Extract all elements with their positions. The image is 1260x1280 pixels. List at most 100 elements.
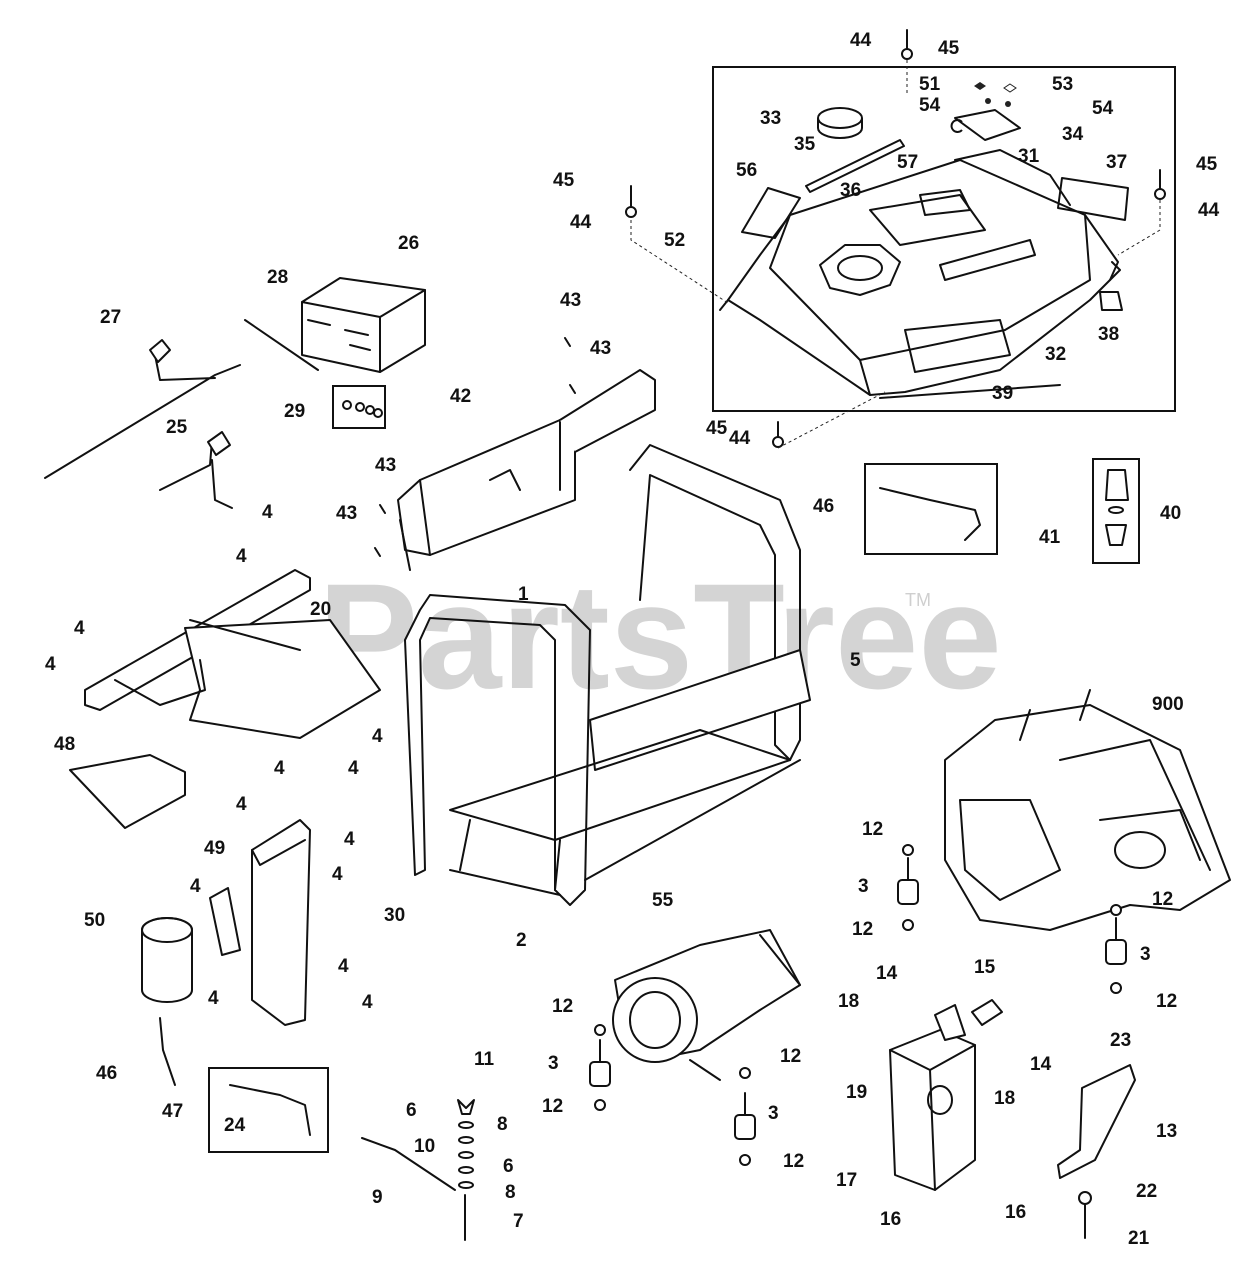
part-label-44: 44 <box>850 30 872 51</box>
part-label-12: 12 <box>542 1096 563 1117</box>
part-label-54: 54 <box>919 95 941 116</box>
part-label-12: 12 <box>780 1046 801 1067</box>
part-label-21: 21 <box>1128 1228 1150 1249</box>
fuel-valve-box-40 <box>1092 458 1140 564</box>
part-label-9: 9 <box>372 1187 383 1208</box>
part-label-22: 22 <box>1136 1181 1157 1202</box>
part-label-17: 17 <box>836 1170 857 1191</box>
part-label-13: 13 <box>1156 1121 1177 1142</box>
part-label-12: 12 <box>862 819 883 840</box>
bracket-30-flange <box>251 839 306 866</box>
part-label-3: 3 <box>548 1053 559 1074</box>
decal-53 <box>1003 83 1017 93</box>
engine-900 <box>944 689 1231 931</box>
part-label-33: 33 <box>760 108 781 129</box>
part-label-3: 3 <box>1140 944 1151 965</box>
part-label-44: 44 <box>729 428 751 449</box>
part-label-7: 7 <box>513 1211 524 1232</box>
part-label-4: 4 <box>208 988 219 1009</box>
screw-54-a <box>985 98 991 104</box>
rod-28 <box>244 319 319 371</box>
muffler-17 <box>889 1004 976 1191</box>
hose-46 <box>879 487 981 541</box>
fuel-gauge <box>950 109 1021 141</box>
part-label-57: 57 <box>897 152 918 173</box>
part-label-12: 12 <box>552 996 573 1017</box>
part-label-12: 12 <box>783 1151 804 1172</box>
part-label-56: 56 <box>736 160 757 181</box>
part-label-1: 1 <box>518 584 529 605</box>
alternator-55 <box>612 929 801 1081</box>
part-label-52: 52 <box>664 230 685 251</box>
fuel-tank <box>719 149 1121 399</box>
part-label-46: 46 <box>96 1063 117 1084</box>
part-label-50: 50 <box>84 910 105 931</box>
part-label-29: 29 <box>284 401 305 422</box>
watermark-trademark: TM <box>905 590 931 610</box>
part-label-10: 10 <box>414 1136 435 1157</box>
part-label-8: 8 <box>497 1114 508 1135</box>
part-label-44: 44 <box>570 212 592 233</box>
screws-43 <box>374 337 576 557</box>
hardware-29 <box>342 400 383 418</box>
pad-48 <box>69 754 186 829</box>
part-label-4: 4 <box>348 758 359 779</box>
part-label-45: 45 <box>1196 154 1218 175</box>
tank-strip-37 <box>1057 177 1129 221</box>
part-labels: 1233334444444444444456678891011121212121… <box>45 30 1220 1249</box>
part-label-6: 6 <box>406 1100 417 1121</box>
part-label-54: 54 <box>1092 98 1114 119</box>
bracket-49 <box>209 887 241 956</box>
part-label-18: 18 <box>994 1088 1015 1109</box>
part-label-43: 43 <box>375 455 396 476</box>
tank-label-38 <box>1099 291 1123 311</box>
part-label-36: 36 <box>840 180 861 201</box>
part-label-41: 41 <box>1039 527 1061 548</box>
canister-50 <box>141 917 193 1003</box>
part-label-51: 51 <box>919 74 941 95</box>
part-label-4: 4 <box>332 864 343 885</box>
part-label-4: 4 <box>236 546 247 567</box>
part-label-14: 14 <box>876 963 898 984</box>
wing-nut-11 <box>457 1099 475 1115</box>
part-label-32: 32 <box>1045 344 1066 365</box>
part-label-4: 4 <box>236 794 247 815</box>
ground-wire-9 <box>361 1137 456 1191</box>
part-label-38: 38 <box>1098 324 1119 345</box>
part-label-55: 55 <box>652 890 674 911</box>
part-label-900: 900 <box>1152 694 1184 715</box>
part-label-4: 4 <box>262 502 273 523</box>
part-label-16: 16 <box>880 1209 901 1230</box>
hose-47 <box>229 1084 311 1136</box>
muffler-42 <box>397 369 656 571</box>
watermark-text: PartsTree <box>318 552 1002 720</box>
part-label-16: 16 <box>1005 1202 1026 1223</box>
part-label-43: 43 <box>560 290 581 311</box>
part-label-39: 39 <box>992 383 1013 404</box>
part-label-46: 46 <box>813 496 834 517</box>
part-label-35: 35 <box>794 134 816 155</box>
part-label-47: 47 <box>162 1101 183 1122</box>
part-label-4: 4 <box>274 758 285 779</box>
control-box <box>301 277 426 373</box>
part-label-19: 19 <box>846 1082 867 1103</box>
fuel-tank-assembly-box <box>712 66 1176 412</box>
part-label-4: 4 <box>362 992 373 1013</box>
part-label-26: 26 <box>398 233 419 254</box>
part-label-5: 5 <box>850 650 861 671</box>
part-label-43: 43 <box>590 338 611 359</box>
part-label-37: 37 <box>1106 152 1127 173</box>
washer-22 <box>1078 1191 1092 1205</box>
part-label-43: 43 <box>336 503 357 524</box>
part-label-20: 20 <box>310 599 331 620</box>
part-label-4: 4 <box>45 654 56 675</box>
washers-6-8-10 <box>458 1121 474 1189</box>
part-label-14: 14 <box>1030 1054 1052 1075</box>
part-label-30: 30 <box>384 905 405 926</box>
part-label-12: 12 <box>1152 889 1173 910</box>
part-label-31: 31 <box>1018 146 1040 167</box>
part-label-2: 2 <box>516 930 527 951</box>
spark-lead-27 <box>44 339 241 479</box>
part-label-42: 42 <box>450 386 471 407</box>
